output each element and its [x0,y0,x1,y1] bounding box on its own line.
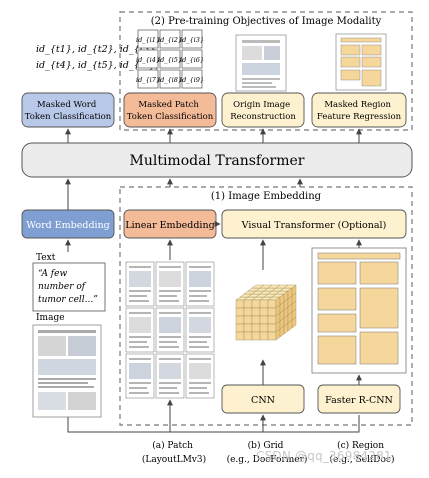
text-input-label: Text [36,253,56,263]
pretraining-title: (2) Pre-training Objectives of Image Mod… [151,16,382,27]
pretraining-section [119,11,413,131]
patch-id-cell [159,49,181,69]
patch-id-label: id_{i5} [158,56,182,64]
image-embedding-section [119,186,413,426]
svg-text:Masked Word Token Classi: Masked Word Token Classification [25,100,112,122]
masked-word-token-classification-box: Masked Word Token Classification [21,92,115,128]
masked-region-feature-regression-box: Masked Region Feature Regression [311,92,407,128]
word-embedding-label: Word Embedding [26,220,110,231]
patch-id-cell [137,49,159,69]
linear-embedding-box: Linear Embedding [123,209,217,239]
image-input-label: Image [36,313,65,323]
caption-patch: (a) Patch (LayoutLMv3) [142,440,206,465]
image-patch-tile [155,261,185,307]
patch-id-cell [137,29,159,49]
image-patch-tile [125,353,155,399]
image-patch-tile [185,353,215,399]
watermark: CSDN @qq_36984281 [256,449,392,463]
patch-id-cell [137,69,159,89]
caption-region-1: (c) Region [337,440,384,451]
patch-id-grid: id_{i1}id_{i2}id_{i3}id_{i4}id_{i5}id_{i… [136,29,204,89]
svg-text:Origin Image Reconstruct: Origin Image Reconstruction [230,100,296,122]
masked-patch-label-1: Masked Patch [138,100,199,110]
caption-grid: (b) Grid (e.g., DocFormer) [227,440,308,465]
word-token-ids: id_{t1}, id_{t2}, id_{t3}, id_{t4}, id_{… [36,44,171,71]
cnn-box: CNN [221,384,305,414]
image-patch-tile [155,307,185,353]
masked-region-label-2: Feature Regression [317,112,402,122]
caption-region: (c) Region (e.g., SelfDoc) [330,440,395,465]
masked-word-label-2: Token Classification [25,112,112,122]
caption-grid-2: (e.g., DocFormer) [227,454,308,465]
svg-text:Masked Region Feature Re: Masked Region Feature Regression [317,100,402,122]
patch-id-label: id_{i9} [180,76,204,84]
patch-id-label: id_{i1} [136,36,160,44]
svg-text:Masked Patch Token Class: Masked Patch Token Classification [127,100,214,122]
text-quote-line2: number of [38,282,87,292]
masked-region-label-1: Masked Region [324,100,391,110]
caption-patch-1: (a) Patch [152,440,193,451]
word-token-ids-line1: id_{t1}, id_{t2}, id_{t3}, [36,44,159,55]
patch-id-cell [181,49,203,69]
multimodal-transformer-box: Multimodal Transformer [21,142,413,178]
image-patch-tile [155,353,185,399]
caption-region-2: (e.g., SelfDoc) [330,454,395,465]
image-patch-tile [125,261,155,307]
grid-feature-cube [235,284,297,341]
caption-patch-2: (LayoutLMv3) [142,454,206,465]
patch-id-label: id_{i7} [136,76,160,84]
svg-text:“A few number of t: “A few number of tumor cell...” [38,268,98,305]
visual-transformer-box: Visual Transformer (Optional) [221,209,407,239]
cnn-label: CNN [251,395,275,406]
visual-transformer-label: Visual Transformer (Optional) [241,220,387,231]
patch-id-label: id_{i6} [180,56,204,64]
patch-id-cell [159,69,181,89]
origin-image-label-2: Reconstruction [230,112,296,122]
patch-id-label: id_{i8} [158,76,182,84]
patch-id-label: id_{i2} [158,36,182,44]
multimodal-transformer-label: Multimodal Transformer [129,153,304,169]
image-patch-tile [125,307,155,353]
patch-id-cell [181,69,203,89]
text-quote-line1: “A few [38,268,67,279]
faster-rcnn-box: Faster R-CNN [317,384,401,414]
origin-image-label-1: Origin Image [233,100,290,110]
image-embedding-title: (1) Image Embedding [211,191,322,202]
image-patch-tile [185,261,215,307]
origin-image-reconstruction-box: Origin Image Reconstruction [221,92,305,128]
patch-id-cell [159,29,181,49]
word-token-ids-line2: id_{t4}, id_{t5}, id_{t6}, ... [36,60,171,71]
patch-id-label: id_{i3} [180,36,204,44]
patch-id-label: id_{i4} [136,56,160,64]
word-embedding-box: Word Embedding [21,209,115,239]
faster-rcnn-label: Faster R-CNN [325,395,393,406]
image-patch-tile [185,307,215,353]
text-quote-line3: tumor cell...” [38,295,98,305]
caption-grid-1: (b) Grid [248,440,284,451]
origin-image-thumbnail [235,34,287,92]
masked-patch-label-2: Token Classification [127,112,214,122]
patch-id-cell [181,29,203,49]
image-connector [67,415,360,433]
linear-embedding-label: Linear Embedding [125,220,214,231]
image-patches [125,261,215,399]
masked-word-label-1: Masked Word [37,100,97,110]
masked-patch-token-classification-box: Masked Patch Token Classification [123,92,217,128]
text-input-box: “A few number of tumor cell...” [32,262,106,312]
image-input-document [32,324,102,418]
masked-region-thumbnail [335,33,387,91]
region-document [311,247,407,374]
